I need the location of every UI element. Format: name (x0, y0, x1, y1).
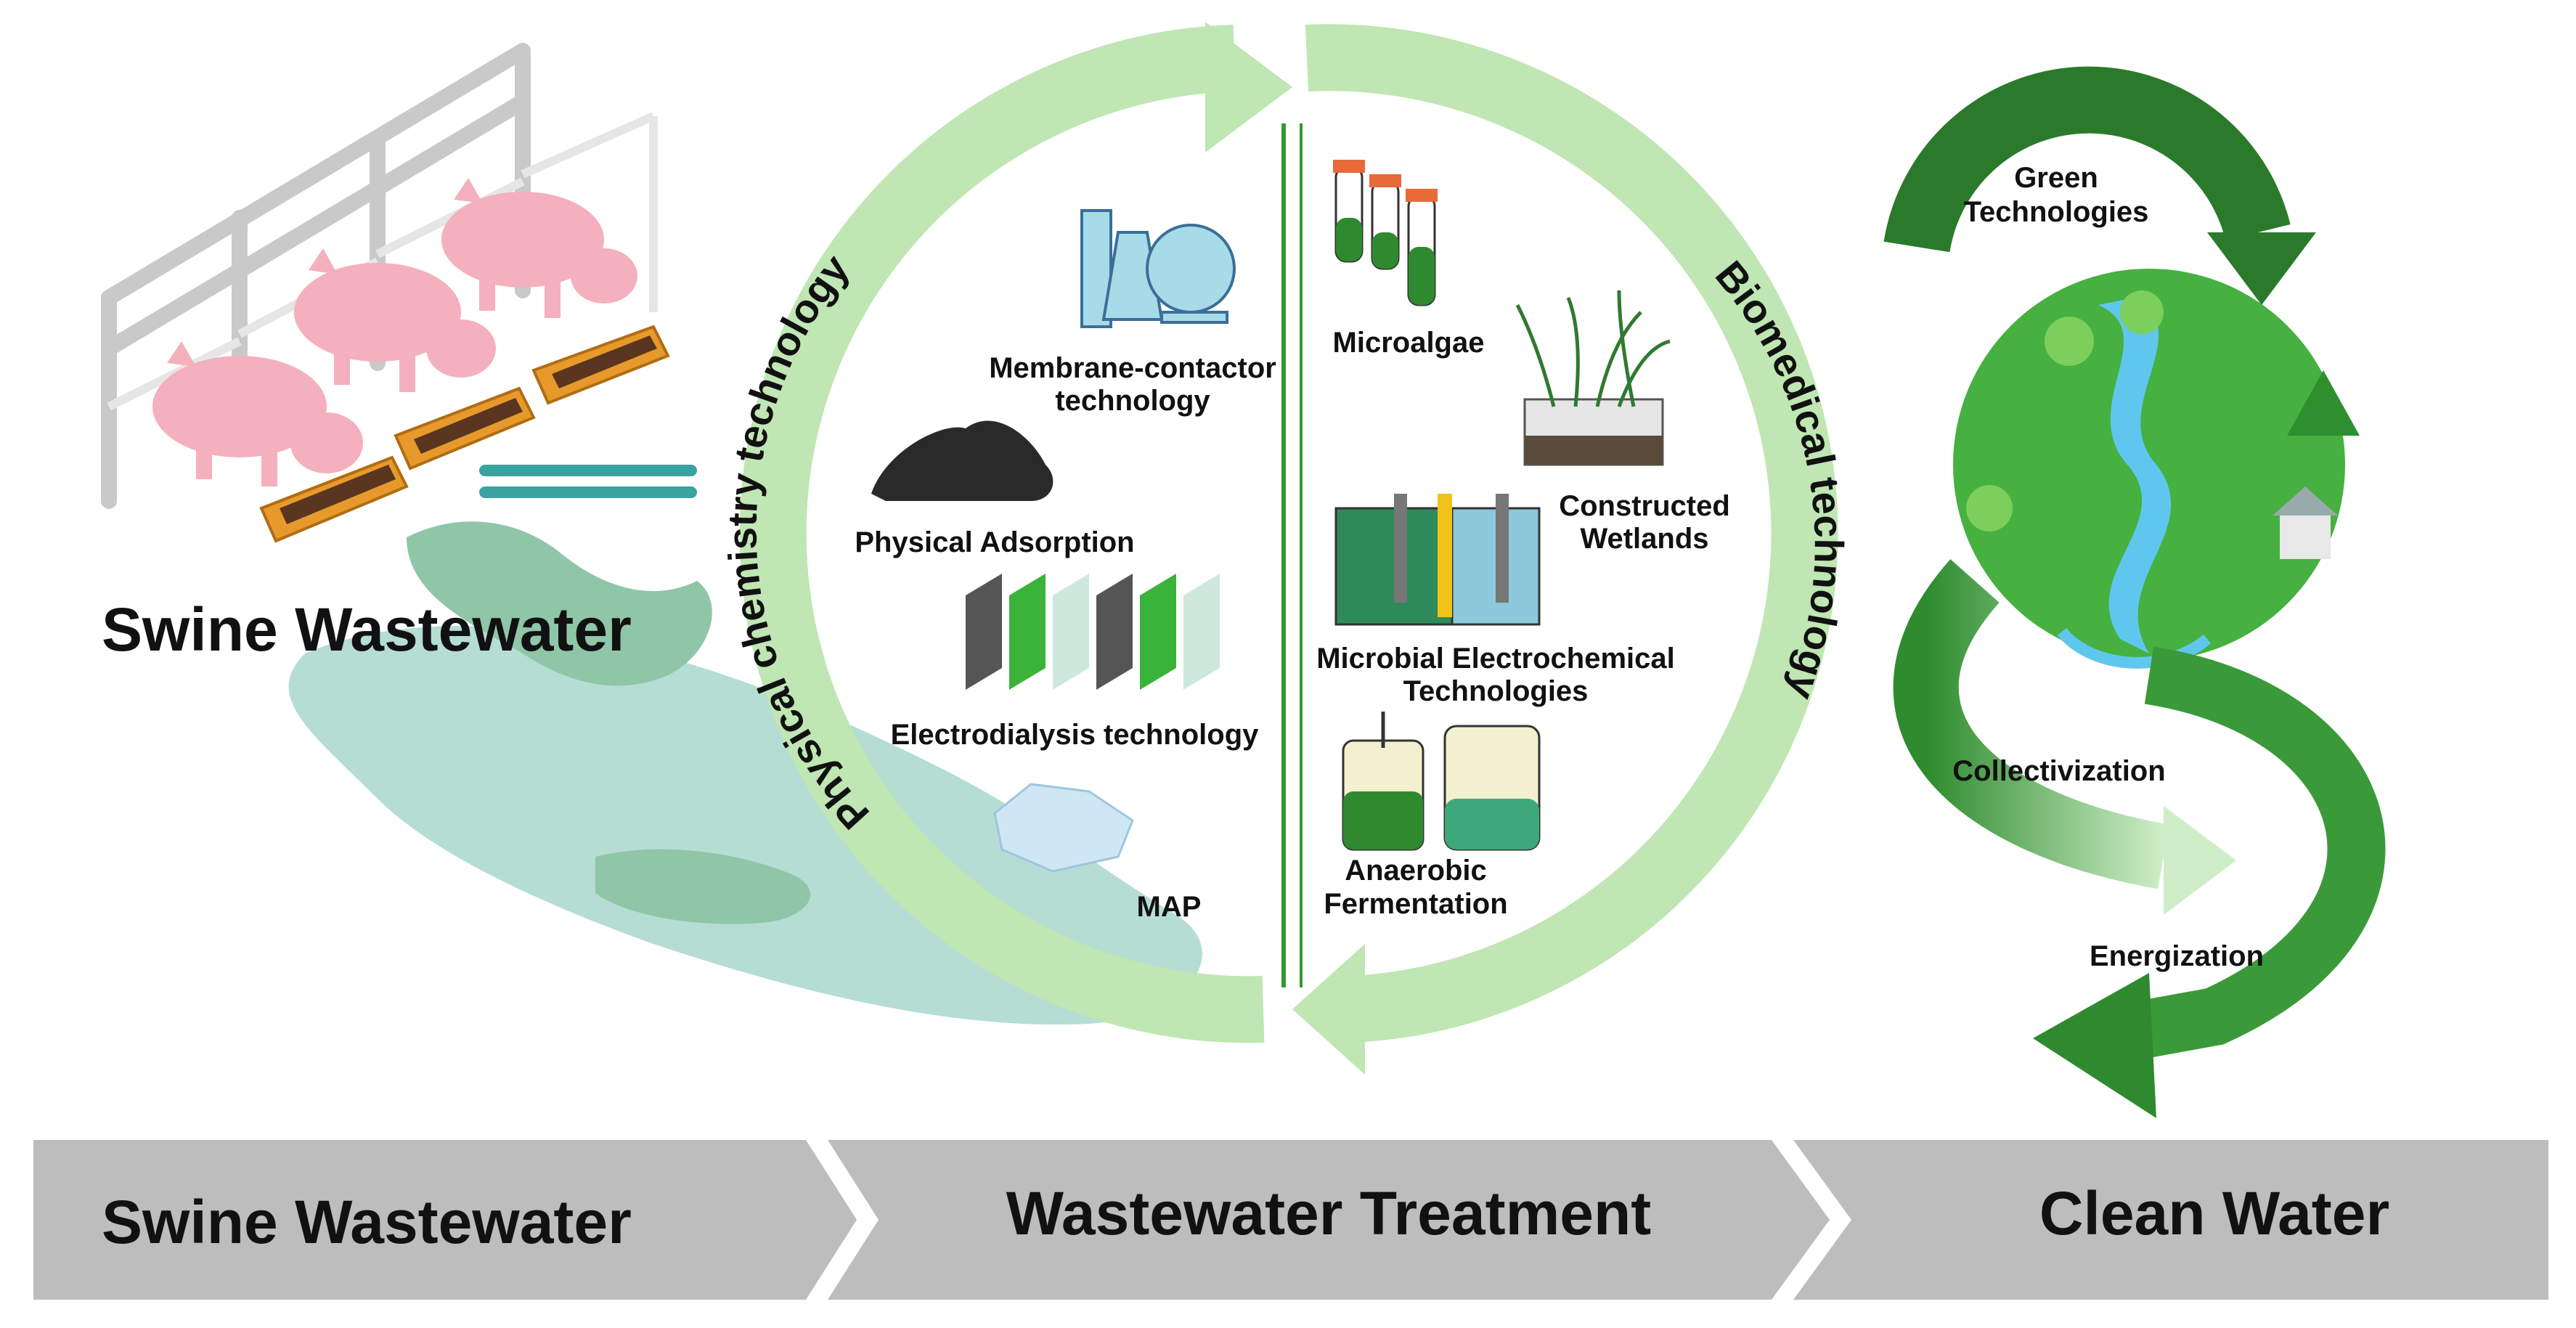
step-label-treatment: Wastewater Treatment (1006, 1179, 1652, 1247)
green-technologies-arrow (1883, 66, 2316, 305)
left-title: Swine Wastewater (102, 595, 632, 664)
arc-arrowhead (1205, 22, 1292, 152)
step-swine (33, 1140, 857, 1300)
physical-item-map: MAP (1137, 891, 1202, 923)
bio-item-anaerobic-2: Fermentation (1324, 888, 1507, 920)
map-crystal-icon (993, 783, 1134, 873)
physical-item-membrane-1: Membrane-contactor (989, 352, 1276, 384)
bio-item-microalgae: Microalgae (1333, 327, 1485, 359)
electrochemical-cell-icon (1334, 494, 1541, 626)
pig-pen (101, 43, 670, 543)
wetland-icon (1515, 290, 1671, 466)
pig-icon (441, 178, 637, 318)
right-label-energization: Energization (2090, 940, 2264, 972)
process-step-bar: Swine Wastewater Wastewater Treatment Cl… (33, 1140, 2548, 1300)
bio-item-anaerobic-1: Anaerobic (1345, 855, 1487, 887)
physical-item-electrodialysis: Electrodialysis technology (891, 719, 1260, 751)
right-label-technologies: Technologies (1964, 196, 2149, 228)
physical-item-adsorption: Physical Adsorption (855, 526, 1134, 558)
right-label-green: Green (2014, 162, 2098, 194)
pig-icon (294, 248, 496, 392)
bio-item-wetlands-1: Constructed (1559, 490, 1730, 522)
step-clean (1793, 1140, 2548, 1300)
energization-arrow (2033, 646, 2386, 1118)
physical-item-membrane-2: technology (1055, 385, 1210, 417)
bio-item-wetlands-2: Wetlands (1580, 523, 1708, 555)
electrodialysis-icon (966, 574, 1220, 690)
arc-arrowhead (1292, 944, 1365, 1075)
activated-carbon-icon (871, 420, 1053, 501)
fermenter-icon (1342, 712, 1541, 851)
right-label-collectivization: Collectivization (1952, 755, 2165, 787)
step-label-swine: Swine Wastewater (102, 1188, 632, 1256)
collectivization-arrow (1893, 559, 2236, 915)
pig-icon (152, 341, 363, 486)
test-tube-icon (1333, 160, 1438, 306)
bio-item-microbial-2: Technologies (1403, 675, 1589, 707)
step-treatment (828, 1140, 1830, 1300)
earth-globe-icon (1953, 269, 2360, 669)
step-label-clean: Clean Water (2039, 1179, 2389, 1247)
bio-item-microbial-1: Microbial Electrochemical (1316, 643, 1675, 675)
membrane-contactor-icon (1080, 209, 1236, 328)
